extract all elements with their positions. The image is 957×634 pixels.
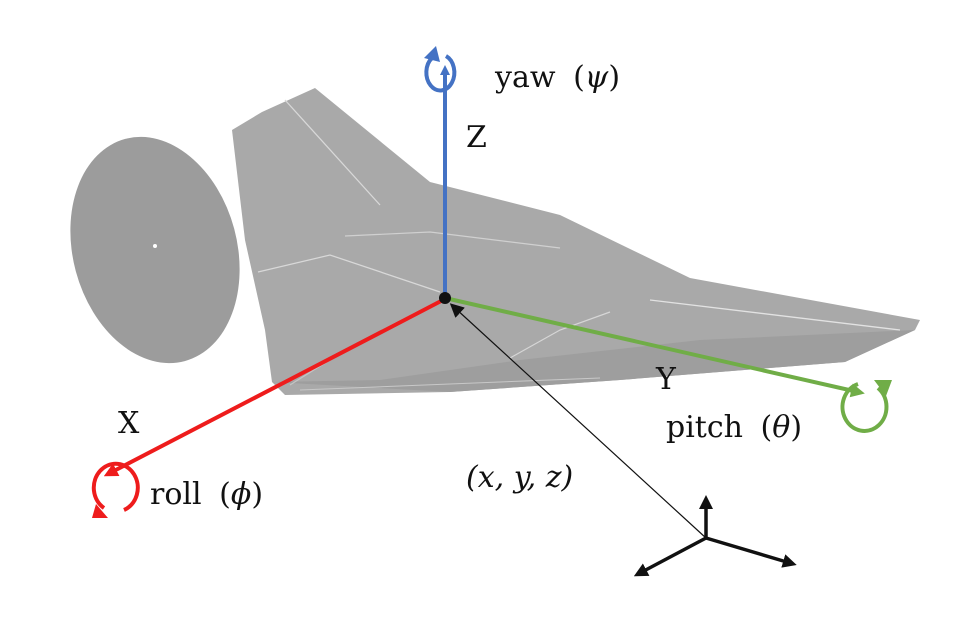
x-axis-label: X — [118, 406, 140, 441]
roll-word: roll — [150, 477, 202, 512]
rotation-arrow-icon — [424, 46, 457, 93]
z-axis-label: Z — [466, 120, 487, 155]
roll-symbol: ϕ — [231, 477, 251, 512]
propeller-disk — [70, 136, 240, 364]
x-axis — [103, 298, 444, 477]
pitch-word: pitch — [666, 410, 743, 445]
triad-axes-icon — [633, 495, 797, 577]
yaw-symbol: ψ — [585, 60, 609, 95]
origin-point — [439, 292, 451, 304]
roll-label: roll (ϕ) — [150, 477, 263, 512]
position-vector — [449, 303, 707, 539]
rotation-arrow-icon — [91, 461, 140, 518]
pitch-label: pitch (θ) — [666, 410, 802, 445]
yaw-word: yaw — [494, 60, 556, 95]
yaw-label: yaw (ψ) — [494, 60, 620, 95]
y-axis-label: Y — [655, 362, 677, 397]
pitch-symbol: θ — [772, 410, 790, 445]
position-label: (x, y, z) — [466, 460, 573, 495]
rotation-arrow-icon — [840, 380, 892, 433]
y-axis — [444, 296, 865, 398]
